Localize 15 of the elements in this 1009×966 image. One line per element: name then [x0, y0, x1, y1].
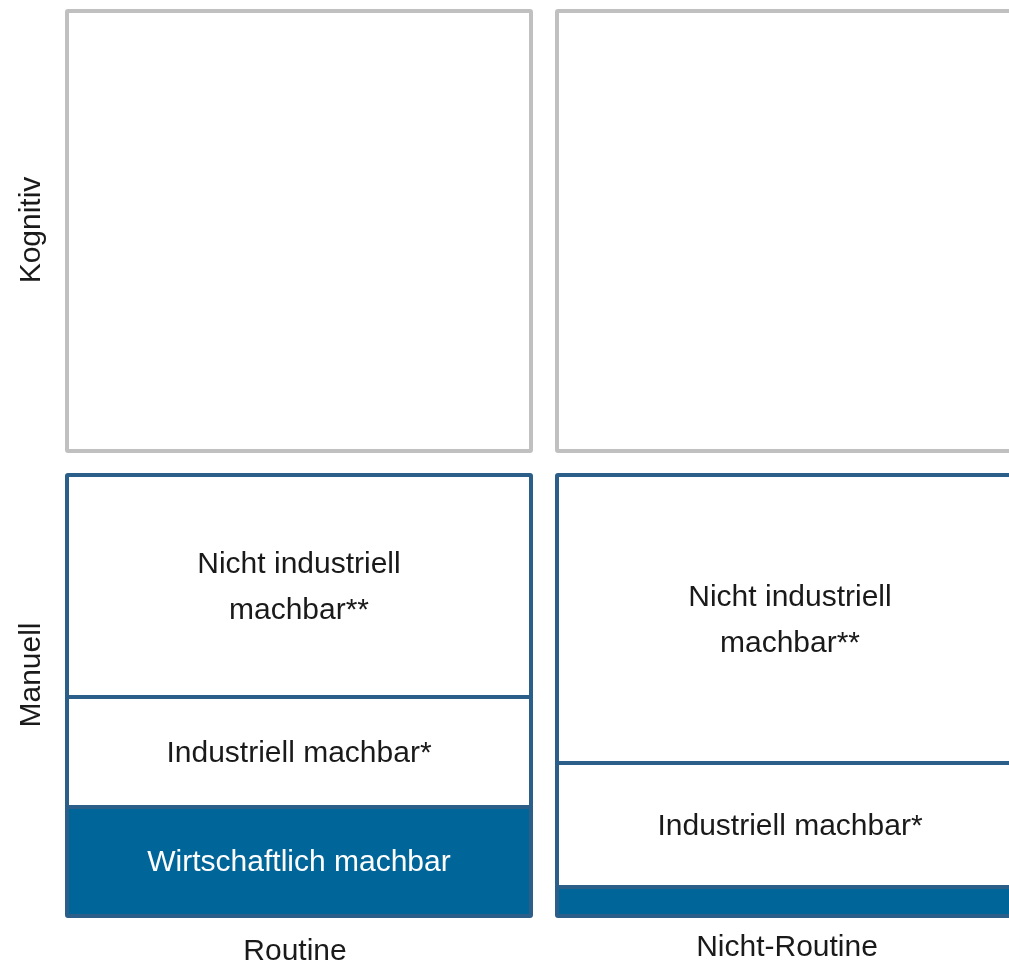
- category-panel: [65, 473, 533, 918]
- cell-label: Nicht industriell machbar**: [196, 544, 402, 627]
- cell-label: Wirtschaftlich machbar: [147, 843, 451, 880]
- frame-box: [65, 9, 533, 453]
- category-panel: [555, 473, 1009, 918]
- row-axis-label: Manuell: [13, 622, 47, 728]
- cell-label: Industriell machbar*: [166, 733, 432, 770]
- frame-box: [555, 9, 1009, 453]
- category-cell: [69, 809, 529, 914]
- color-bar: [559, 889, 1009, 914]
- column-axis-label: Routine: [243, 933, 347, 966]
- column-axis-label: Nicht-Routine: [696, 929, 878, 963]
- cell-label: Industriell machbar*: [657, 806, 923, 843]
- row-axis-label: Kognitiv: [13, 176, 47, 284]
- cell-label: Nicht industriell machbar**: [687, 577, 893, 660]
